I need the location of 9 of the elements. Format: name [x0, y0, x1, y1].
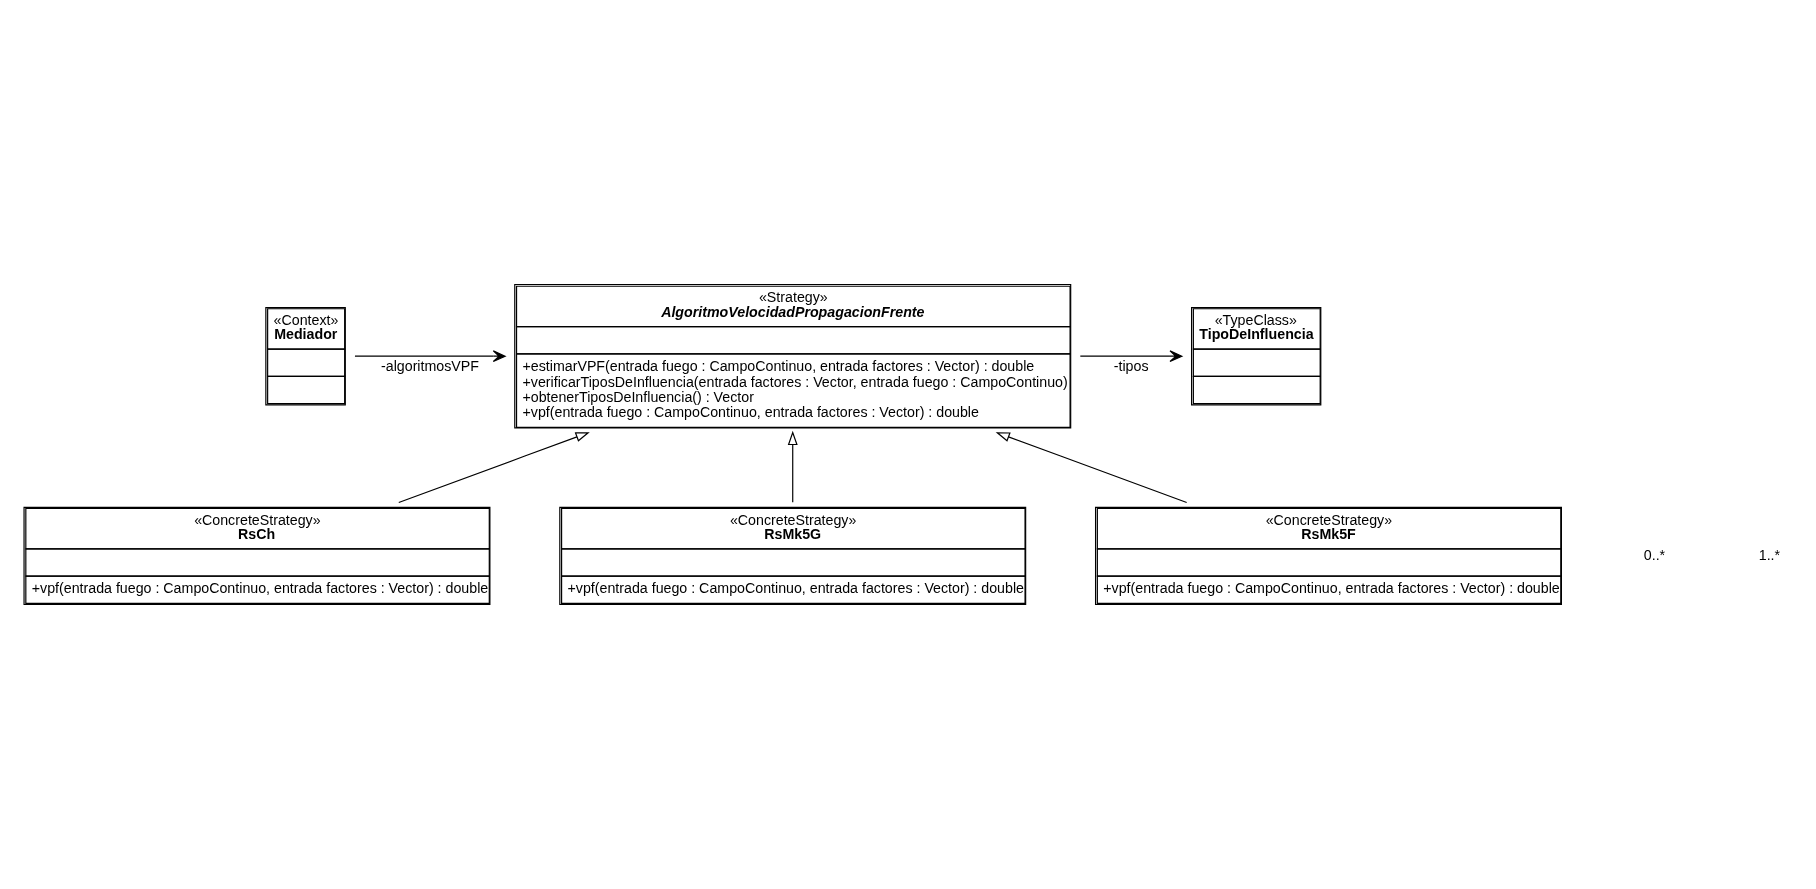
- arrow: [787, 430, 798, 503]
- edge-label: -algoritmosVPF: [381, 358, 480, 375]
- arrow: [1079, 350, 1183, 363]
- edge-label: -tipos: [1113, 358, 1149, 375]
- arrow: [398, 432, 590, 504]
- arrow: [354, 350, 506, 363]
- label: 0..*: [1643, 546, 1666, 563]
- arrow: [995, 432, 1188, 504]
- label: 1..*: [1758, 546, 1781, 563]
